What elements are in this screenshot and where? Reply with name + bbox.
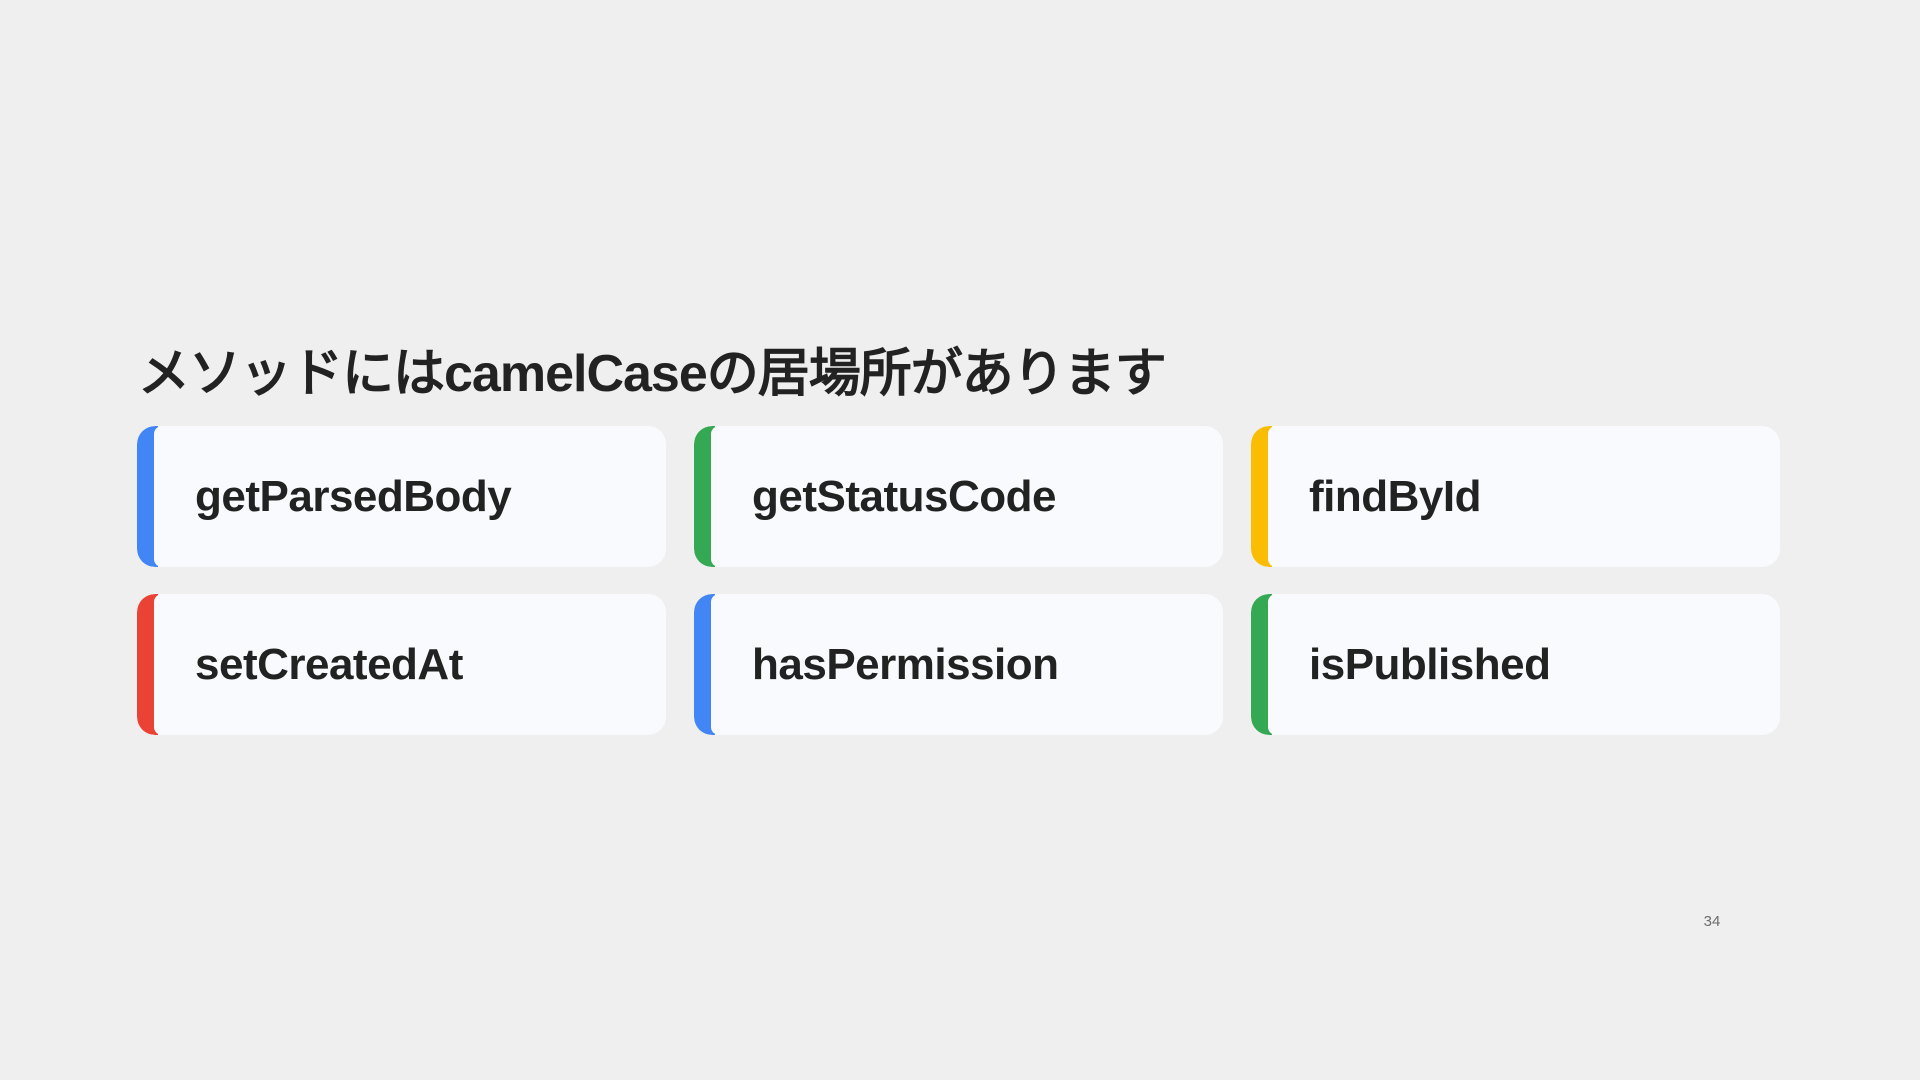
method-name: hasPermission — [752, 639, 1059, 689]
method-name: getStatusCode — [752, 471, 1056, 521]
method-card: getParsedBody — [137, 426, 666, 567]
card-accent-bar — [694, 594, 719, 735]
slide-title: メソッドにはcamelCaseの居場所があります — [138, 345, 1167, 403]
method-name: isPublished — [1309, 639, 1551, 689]
method-card: findById — [1251, 426, 1780, 567]
method-card: hasPermission — [694, 594, 1223, 735]
method-card: getStatusCode — [694, 426, 1223, 567]
method-name: findById — [1309, 471, 1481, 521]
method-name: getParsedBody — [195, 471, 512, 521]
method-card-grid: getParsedBody getStatusCode findById set… — [137, 426, 1782, 735]
method-name: setCreatedAt — [195, 639, 463, 689]
card-accent-bar — [137, 594, 162, 735]
card-accent-bar — [137, 426, 162, 567]
card-accent-bar — [1251, 594, 1276, 735]
method-card: isPublished — [1251, 594, 1780, 735]
card-accent-bar — [1251, 426, 1276, 567]
method-card: setCreatedAt — [137, 594, 666, 735]
page-number: 34 — [1703, 913, 1721, 930]
card-accent-bar — [694, 426, 719, 567]
